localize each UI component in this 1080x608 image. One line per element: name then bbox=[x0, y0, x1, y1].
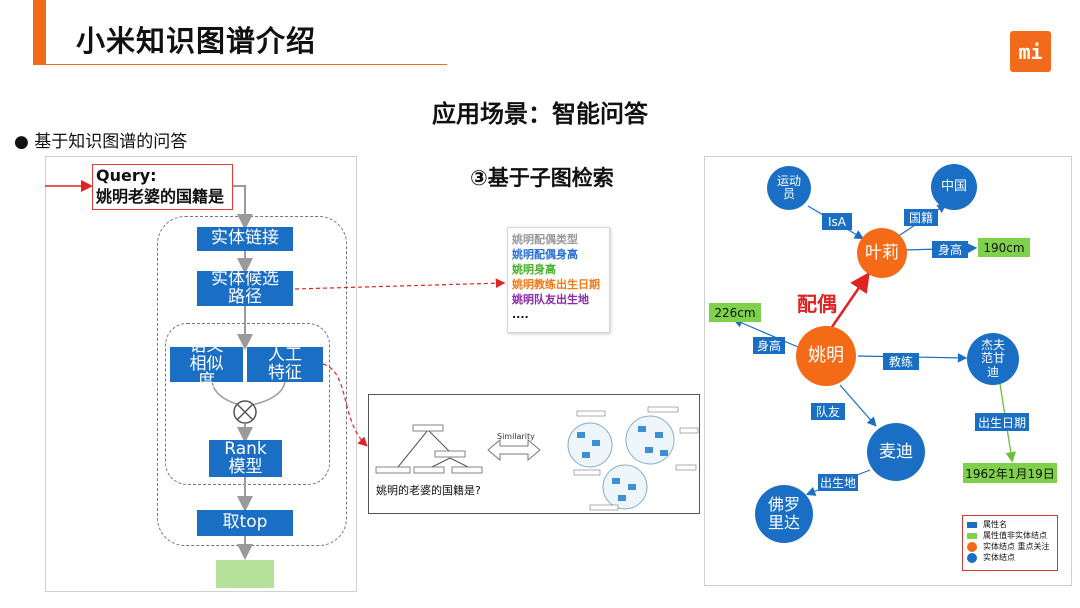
legend-label: 属性名 bbox=[983, 520, 1007, 529]
legend-dot-icon bbox=[967, 541, 977, 552]
node-yeli: 叶莉 bbox=[857, 228, 907, 278]
value-birthdate: 1962年1月19日 bbox=[963, 463, 1057, 483]
output-box bbox=[216, 560, 274, 588]
node-florida: 佛罗里达 bbox=[755, 485, 813, 543]
similarity-panel bbox=[368, 394, 700, 514]
legend-swatch-icon bbox=[967, 532, 977, 539]
title-underline bbox=[33, 64, 447, 65]
page-title: 小米知识图谱介绍 bbox=[76, 24, 317, 58]
node-yaoming: 姚明 bbox=[796, 326, 856, 386]
list-item: .... bbox=[512, 308, 529, 321]
spouse-label: 配偶 bbox=[797, 292, 837, 316]
legend-label: 实体结点 重点关注 bbox=[983, 542, 1050, 551]
list-item: 姚明教练出生日期 bbox=[512, 278, 600, 291]
list-item: 姚明身高 bbox=[512, 263, 556, 276]
legend-item: 属性名 bbox=[967, 519, 1053, 530]
legend-item: 属性值非实体结点 bbox=[967, 530, 1053, 541]
node-jeff-van-gundy: 杰夫范甘迪 bbox=[967, 333, 1019, 385]
legend-item: 实体结点 重点关注 bbox=[967, 541, 1053, 552]
candidate-list: 姚明配偶类型 姚明配偶身高 姚明身高 姚明教练出生日期 姚明队友出生地 .... bbox=[507, 227, 610, 333]
relation-nationality: 国籍 bbox=[904, 209, 938, 226]
relation-height-yaoming: 身高 bbox=[753, 337, 785, 354]
relation-birthdate: 出生日期 bbox=[975, 413, 1029, 431]
candidate-paths-box: 实体候选路径 bbox=[197, 270, 293, 306]
rank-model-box: Rank模型 bbox=[209, 440, 282, 477]
similarity-label: Similarity bbox=[497, 432, 535, 441]
pipeline-inner-group bbox=[165, 323, 330, 485]
legend-swatch-icon bbox=[967, 521, 977, 528]
list-item: 姚明队友出生地 bbox=[512, 293, 589, 306]
xiaomi-logo: mi bbox=[1010, 31, 1051, 72]
section-subtitle: ③基于子图检索 bbox=[470, 166, 614, 190]
legend-item: 实体结点 bbox=[967, 552, 1053, 563]
entity-linking-box: 实体链接 bbox=[197, 227, 293, 251]
relation-isa: IsA bbox=[822, 213, 852, 230]
bullet-item: ● 基于知识图谱的问答 bbox=[14, 127, 187, 152]
graph-legend: 属性名 属性值非实体结点 实体结点 重点关注 实体结点 bbox=[962, 515, 1058, 571]
list-item: 姚明配偶身高 bbox=[512, 248, 578, 261]
scene-title: 应用场景：智能问答 bbox=[432, 100, 648, 128]
manual-features-box: 人工特征 bbox=[247, 346, 323, 382]
question-text: 姚明的老婆的国籍是? bbox=[376, 484, 481, 497]
relation-teammate: 队友 bbox=[811, 403, 845, 420]
legend-label: 属性值非实体结点 bbox=[983, 531, 1047, 540]
node-mcgrady: 麦迪 bbox=[867, 423, 925, 481]
relation-height-yeli: 身高 bbox=[932, 241, 968, 258]
take-top-box: 取top bbox=[197, 510, 293, 536]
multiply-operator-icon: ⊗ bbox=[234, 400, 256, 424]
relation-birthplace: 出生地 bbox=[818, 474, 858, 491]
list-item: 姚明配偶类型 bbox=[512, 233, 578, 246]
node-china: 中国 bbox=[931, 164, 977, 210]
query-text: 姚明老婆的国籍是 bbox=[96, 187, 225, 206]
semantic-similarity-box: 语义相似度 bbox=[170, 337, 243, 390]
query-label: Query: bbox=[96, 166, 157, 185]
bullet-text: 基于知识图谱的问答 bbox=[34, 132, 188, 152]
bullet-dot-icon: ● bbox=[14, 132, 35, 152]
value-226cm: 226cm bbox=[709, 303, 761, 322]
header-accent-bar bbox=[33, 0, 46, 64]
query-box: Query: 姚明老婆的国籍是 bbox=[92, 164, 233, 210]
legend-dot-icon bbox=[967, 552, 977, 563]
relation-coach: 教练 bbox=[883, 353, 919, 370]
node-athlete: 运动员 bbox=[767, 166, 811, 210]
value-190cm: 190cm bbox=[978, 238, 1030, 257]
legend-label: 实体结点 bbox=[983, 553, 1015, 562]
